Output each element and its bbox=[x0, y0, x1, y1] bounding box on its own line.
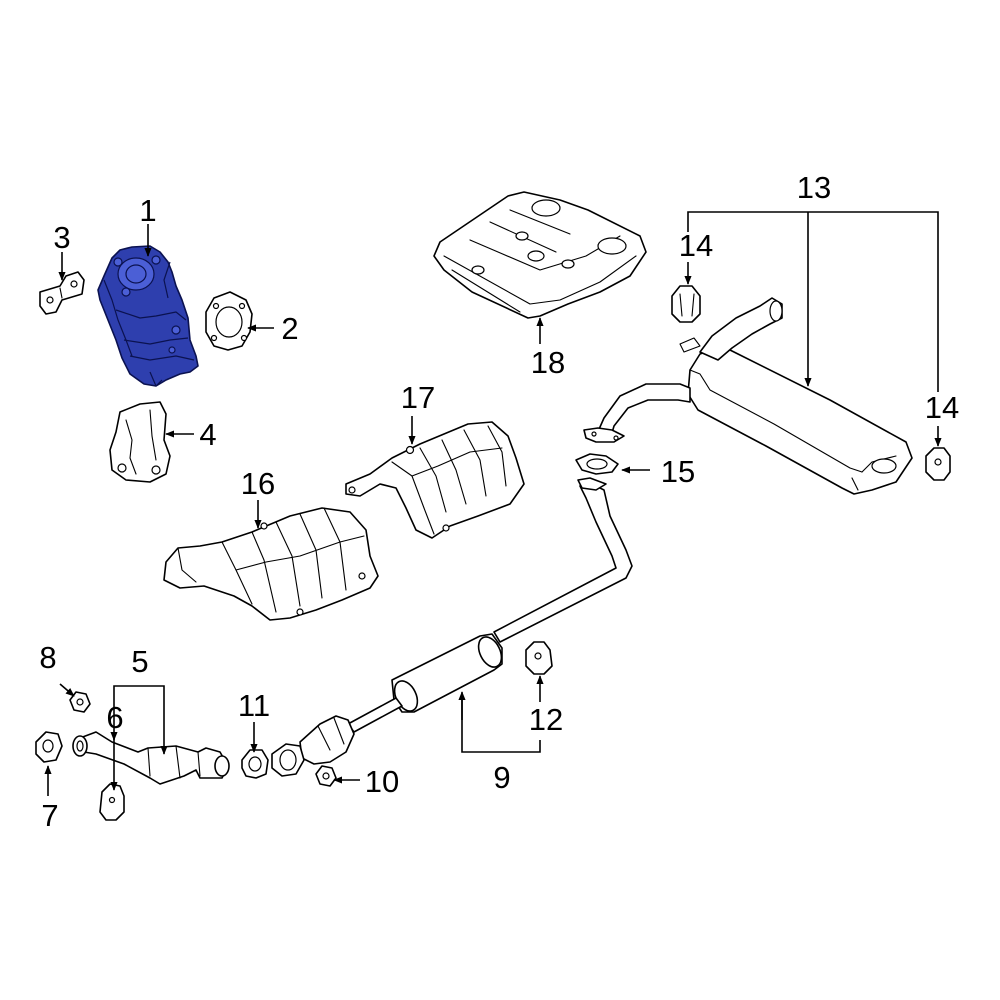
gasket-part-7[interactable] bbox=[35, 731, 63, 763]
leader-13-bracket bbox=[687, 211, 939, 392]
callout-15: 15 bbox=[661, 454, 695, 489]
callout-9: 9 bbox=[493, 760, 510, 795]
callout-18: 18 bbox=[531, 345, 565, 380]
callout-6: 6 bbox=[106, 700, 123, 735]
callout-16: 16 bbox=[241, 466, 275, 501]
front-pipe-part-5[interactable] bbox=[72, 731, 230, 785]
callout-7: 7 bbox=[41, 798, 58, 833]
rear-muffler-part-13[interactable] bbox=[583, 297, 913, 495]
gasket-part-15[interactable] bbox=[575, 453, 619, 475]
heat-shield-part-18[interactable] bbox=[433, 191, 647, 319]
callout-12: 12 bbox=[529, 702, 563, 737]
center-pipe-part-9[interactable] bbox=[271, 477, 633, 777]
heat-shield-part-16[interactable] bbox=[163, 507, 379, 621]
heat-shield-part-17[interactable] bbox=[345, 421, 525, 539]
hanger-part-6[interactable] bbox=[99, 783, 125, 821]
hanger-part-14-right[interactable] bbox=[925, 447, 951, 481]
hanger-part-12[interactable] bbox=[525, 641, 553, 675]
callout-13: 13 bbox=[797, 170, 831, 205]
callout-1: 1 bbox=[139, 193, 156, 228]
callout-17: 17 bbox=[401, 380, 435, 415]
nut-part-8[interactable] bbox=[69, 691, 91, 713]
callout-4: 4 bbox=[199, 417, 216, 452]
callout-3: 3 bbox=[53, 220, 70, 255]
callout-labels: 1 2 3 4 5 6 7 8 9 10 11 12 13 14 14 15 1… bbox=[39, 170, 959, 833]
catalytic-converter-part-1[interactable] bbox=[97, 245, 199, 387]
callout-14b: 14 bbox=[925, 390, 959, 425]
leader-8 bbox=[59, 683, 75, 697]
callout-10: 10 bbox=[365, 764, 399, 799]
callout-2: 2 bbox=[281, 311, 298, 346]
callout-8: 8 bbox=[39, 640, 56, 675]
gasket-part-11[interactable] bbox=[241, 749, 269, 779]
callout-5: 5 bbox=[131, 644, 148, 679]
heat-shield-part-4[interactable] bbox=[109, 401, 171, 483]
callout-11: 11 bbox=[238, 688, 270, 723]
nut-part-10[interactable] bbox=[315, 765, 337, 787]
gasket-part-2[interactable] bbox=[205, 291, 253, 351]
leader-lines bbox=[44, 211, 942, 796]
callout-14a: 14 bbox=[679, 228, 713, 263]
hanger-part-14-left[interactable] bbox=[671, 285, 701, 323]
leader-5-bracket bbox=[113, 685, 165, 700]
leader-9-bracket bbox=[461, 700, 541, 753]
